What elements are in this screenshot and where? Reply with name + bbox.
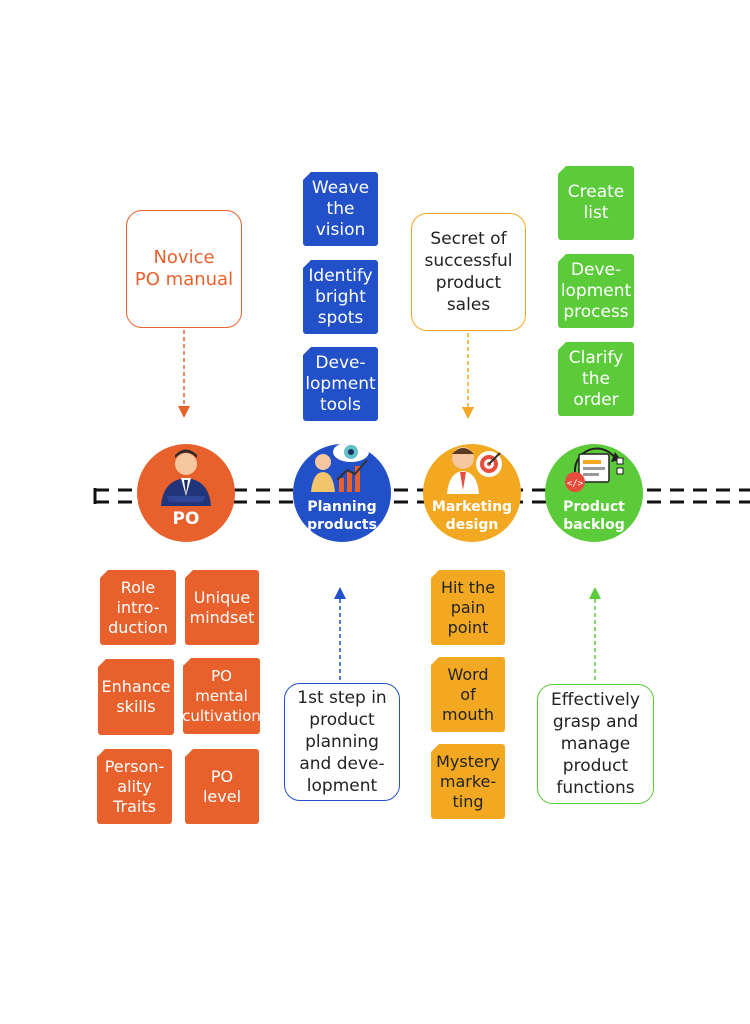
node-backlog: </> Product backlog bbox=[545, 444, 643, 542]
node-planning: Planning products bbox=[293, 444, 391, 542]
node-marketing: Marketing design bbox=[423, 444, 521, 542]
po-card-2: Unique mindset bbox=[185, 570, 259, 645]
svg-text:</>: </> bbox=[567, 479, 584, 489]
arrow-backlog-up bbox=[589, 587, 601, 683]
node-marketing-label: Marketing design bbox=[431, 499, 513, 533]
callout-novice-po-manual: Novice PO manual bbox=[126, 210, 242, 328]
po-card-4: PO mental cultivation bbox=[183, 658, 260, 734]
node-backlog-label: Product backlog bbox=[563, 499, 625, 533]
po-card-6: PO level bbox=[185, 749, 259, 824]
planning-card-2: Identify bright spots bbox=[303, 260, 378, 334]
node-planning-label: Planning products bbox=[307, 499, 377, 533]
callout-effectively-grasp: Effectively grasp and manage product fun… bbox=[537, 684, 654, 804]
po-card-3: Enhance skills bbox=[98, 659, 174, 735]
callout-secret-of-sales: Secret of successful product sales bbox=[411, 213, 526, 331]
businessman-icon bbox=[161, 449, 211, 506]
arrow-secret bbox=[462, 333, 474, 419]
timeline-line bbox=[93, 488, 750, 504]
marketing-card-2: Word of mouth bbox=[431, 657, 505, 732]
backlog-card-2: Deve- lopment process bbox=[558, 254, 634, 328]
marketing-card-3: Mystery marke- ting bbox=[431, 744, 505, 819]
planning-card-3: Deve- lopment tools bbox=[303, 347, 378, 421]
po-card-5: Person- ality Traits bbox=[97, 749, 172, 824]
marketing-card-1: Hit the pain point bbox=[431, 570, 505, 645]
arrow-planning-up bbox=[334, 587, 346, 681]
planning-card-1: Weave the vision bbox=[303, 172, 378, 246]
vision-chart-icon bbox=[311, 444, 369, 492]
node-po-label: PO bbox=[172, 509, 200, 529]
backlog-code-icon: </> bbox=[565, 447, 624, 492]
node-po: PO bbox=[137, 444, 235, 542]
backlog-card-1: Create list bbox=[558, 166, 634, 240]
marketing-target-icon bbox=[447, 447, 504, 494]
backlog-card-3: Clarify the order bbox=[558, 342, 634, 416]
callout-first-step: 1st step in product planning and deve- l… bbox=[284, 683, 400, 801]
arrow-novice bbox=[178, 330, 190, 418]
po-card-1: Role intro- duction bbox=[100, 570, 176, 645]
